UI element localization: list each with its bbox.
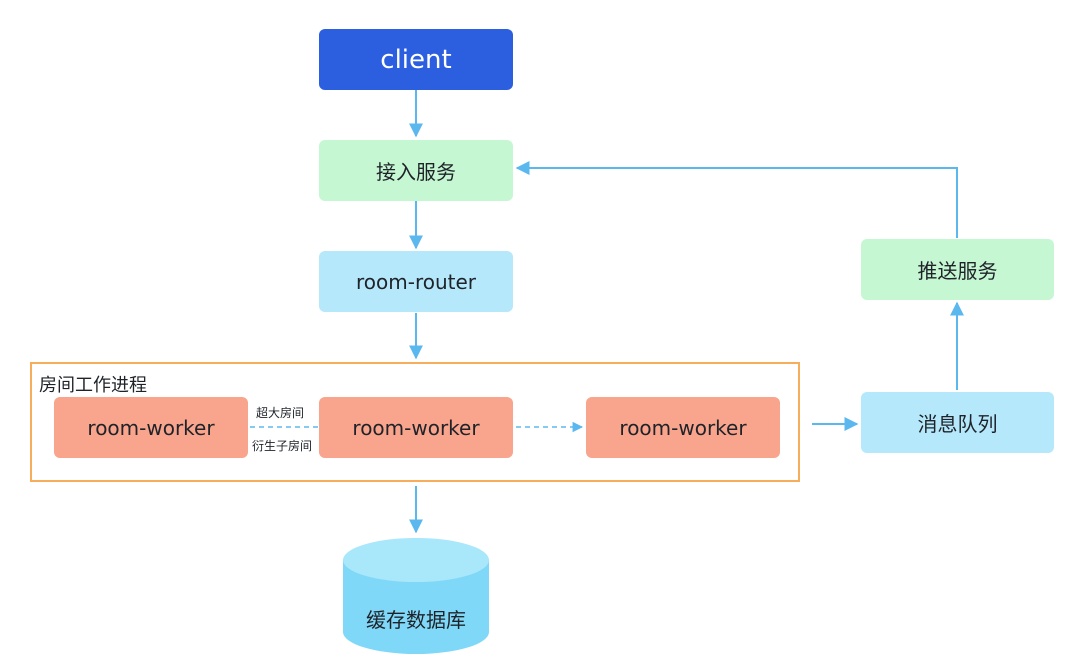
group-label: 房间工作进程 [39,375,147,396]
message-queue-node: 消息队列 [861,392,1054,453]
cache-database-label: 缓存数据库 [366,608,466,632]
room-worker-right-node: room-worker [586,397,780,458]
client-node: client [319,29,513,90]
room-worker-center-node: room-worker [319,397,513,458]
push-service-node: 推送服务 [861,239,1054,300]
derived-room-label: 衍生子房间 [252,439,313,453]
cache-database-cylinder [343,538,489,654]
arrow-push-to-access [515,161,958,238]
room-worker-left-node: room-worker [54,397,248,458]
room-router-node: room-router [319,251,513,312]
worker-process-group [30,362,800,482]
super-room-label: 超大房间 [256,406,305,420]
access-service-node: 接入服务 [319,140,513,201]
